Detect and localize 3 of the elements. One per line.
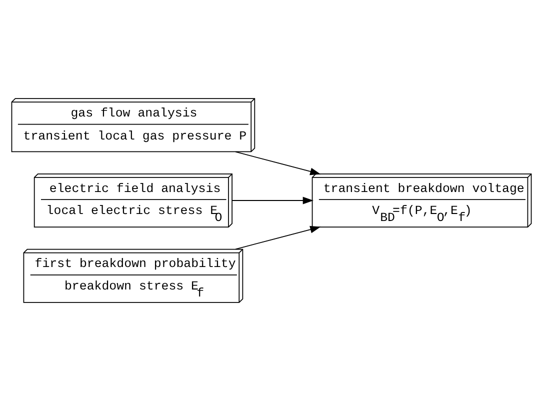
- arrow: [235, 151, 321, 176]
- arrow: [235, 226, 321, 250]
- arrow: [232, 196, 314, 204]
